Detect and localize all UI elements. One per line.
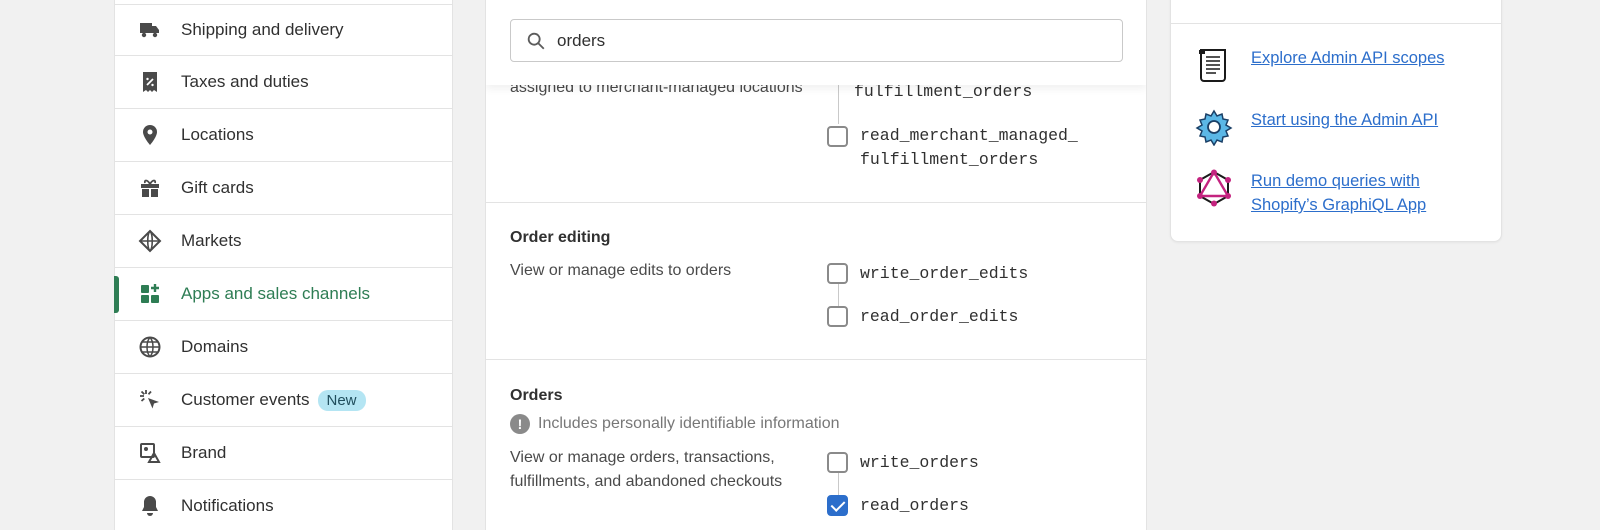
scope-section-orders: Orders ! Includes personally identifiabl… [486,360,1146,530]
sidebar-item-shipping[interactable]: Shipping and delivery [115,4,452,56]
resource-link-admin-scopes[interactable]: Explore Admin API scopes [1195,46,1445,84]
scope-label: write_order_edits [860,264,1029,283]
sidebar-item-label: Apps and sales channels [181,284,371,303]
section-description: View or manage edits to orders [510,262,732,279]
alert-icon: ! [510,414,530,434]
sidebar-item-label: Gift cards [181,178,254,197]
gear-icon [1195,109,1233,146]
checkbox[interactable] [827,306,848,327]
sidebar-item-notifications[interactable]: Notifications [115,480,452,530]
scope-connector [838,473,839,499]
sidebar-item-label: Brand [181,443,227,462]
resource-link-admin-api[interactable]: Start using the Admin API [1195,108,1438,146]
scope-section-merchant-managed: assigned to merchant-managed locations f… [486,0,1146,203]
scope-label: fulfillment_orders [860,150,1039,169]
sidebar-item-markets[interactable]: Markets [115,215,452,268]
sidebar-item-label: Markets [181,231,242,250]
sidebar-item-label: Domains [181,337,249,356]
checkbox[interactable] [827,263,848,284]
scope-connector [838,80,839,124]
search-icon [527,32,545,49]
globe-icon [137,334,163,360]
sidebar-item-label: Taxes and duties [181,72,309,91]
resource-link-graphiql[interactable]: Run demo queries with Shopify’s GraphiQL… [1195,169,1481,217]
sidebar-item-label: Customer events [181,390,310,409]
checkbox-checked[interactable] [827,495,848,516]
scope-item-partial: fulfillment_orders [854,82,1033,101]
section-title: Order editing [510,229,611,246]
sidebar-item-apps[interactable]: Apps and sales channels [114,268,452,321]
divider [1171,23,1501,24]
search-field[interactable] [510,19,1123,62]
scope-label: write_orders [860,453,979,472]
link[interactable]: Explore Admin API scopes [1251,49,1445,67]
brand-image-icon [137,440,163,466]
scope-label: read_orders [860,496,969,515]
new-badge: New [317,389,366,411]
link[interactable]: Start using the Admin API [1251,111,1439,129]
cursor-click-icon [137,387,163,413]
sidebar-item-taxes[interactable]: Taxes and duties [115,56,452,109]
scope-item-read-orders[interactable]: read_orders [827,495,969,516]
graphiql-icon [1197,169,1231,207]
search-input[interactable] [557,30,1097,51]
sidebar-item-label: Shipping and delivery [181,20,344,39]
scope-item-write-orders[interactable]: write_orders [827,452,979,473]
search-bar [486,0,1146,85]
section-description: View or manage orders, transactions, ful… [510,449,783,490]
checkbox[interactable] [827,126,848,147]
scope-label: read_order_edits [860,307,1019,326]
sidebar-item-label: Locations [181,125,254,144]
scopes-panel: assigned to merchant-managed locations f… [485,0,1147,530]
location-pin-icon [137,122,163,148]
scope-connector [838,284,839,312]
truck-icon [137,17,163,43]
scope-label: read_merchant_managed_ [860,126,1078,145]
sidebar-item-gift-cards[interactable]: Gift cards [115,162,452,215]
sidebar-item-domains[interactable]: Domains [115,321,452,374]
link[interactable]: Run demo queries with Shopify’s GraphiQL… [1251,172,1427,214]
apps-icon [137,281,163,307]
sidebar-item-brand[interactable]: Brand [115,427,452,480]
sidebar-item-locations[interactable]: Locations [115,109,452,162]
receipt-percent-icon [137,69,163,95]
gift-icon [137,175,163,201]
checkbox[interactable] [827,452,848,473]
scope-section-order-editing: Order editing View or manage edits to or… [486,203,1146,360]
scope-item-read-merchant-managed[interactable]: read_merchant_managed_ fulfillment_order… [827,124,1078,172]
pii-text: Includes personally identifiable informa… [538,415,840,432]
scope-item-write-order-edits[interactable]: write_order_edits [827,263,1028,284]
sidebar-item-customer-events[interactable]: Customer events New [115,374,452,427]
settings-sidebar: Shipping and delivery Taxes and duties L… [114,0,453,530]
section-title: Orders [510,387,563,404]
scope-item-read-order-edits[interactable]: read_order_edits [827,306,1018,327]
bell-icon [137,493,163,519]
resources-card: Explore Admin API scopes Start using the… [1170,0,1502,242]
sidebar-item-label: Notifications [181,496,274,515]
pii-notice: ! Includes personally identifiable infor… [510,414,840,434]
globe-markets-icon [137,228,163,254]
scroll-document-icon [1199,49,1226,82]
